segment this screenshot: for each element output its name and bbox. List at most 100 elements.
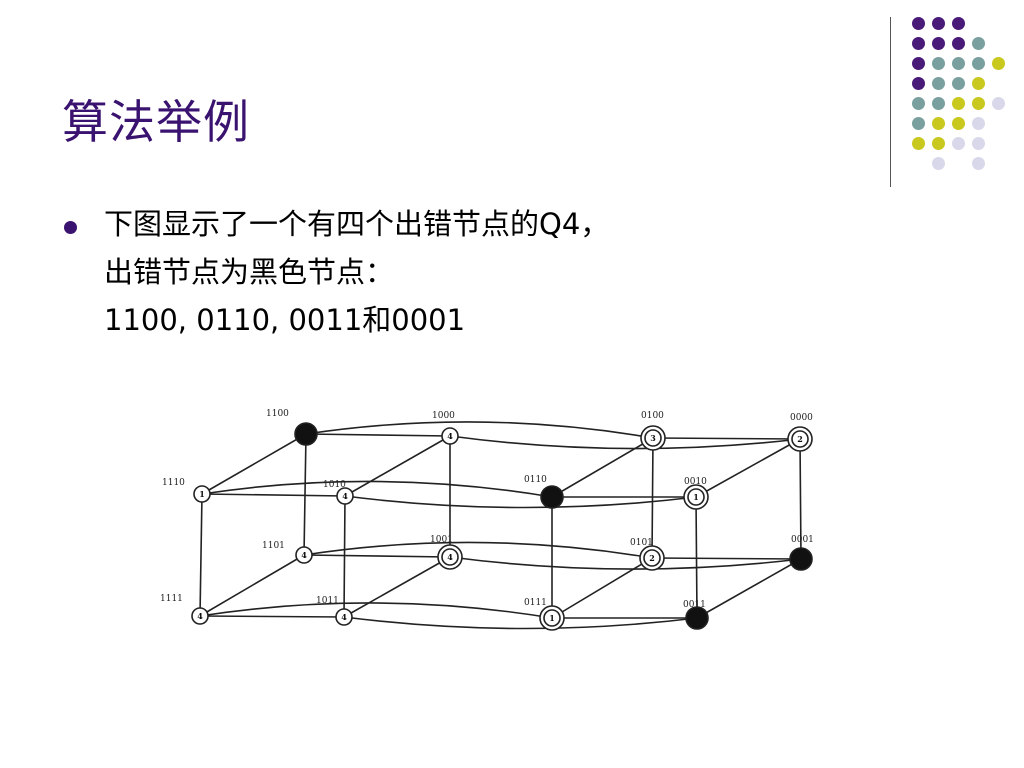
decorative-dot [972, 97, 985, 110]
node-0010: 1 0010 [683, 477, 709, 510]
node-value: 4 [197, 611, 203, 621]
edge-1001-1011 [343, 556, 451, 618]
decorative-dot [912, 57, 925, 70]
decorative-dot [952, 77, 965, 90]
edge-0000-0010 [695, 438, 801, 498]
node-0000: 2 0000 [787, 413, 813, 452]
decorative-dot [932, 37, 945, 50]
edge-1001-1101 [303, 554, 451, 558]
edge-0101-0111 [551, 557, 653, 619]
bullet-line-2: 出错节点为黑色节点： [104, 255, 395, 289]
node-label: 1011 [316, 596, 339, 606]
node-label: 1001 [430, 535, 453, 545]
decorative-dot [912, 37, 925, 50]
faulty-node-circle [294, 422, 318, 446]
decorative-dot [992, 57, 1005, 70]
node-circle [441, 427, 459, 445]
edge-1101-1111 [199, 554, 305, 617]
edge-1000-1100 [305, 433, 451, 437]
node-label: 0001 [791, 535, 814, 545]
node-1001: 4 1001 [430, 535, 463, 570]
decorative-dot [952, 17, 965, 30]
node-circle [295, 546, 313, 564]
node-0001: 0001 [789, 535, 814, 571]
node-1000: 4 1000 [432, 411, 459, 445]
edge-1010-1110 [201, 493, 346, 497]
node-circle [643, 549, 661, 567]
node-label: 1111 [160, 594, 183, 604]
node-0100: 3 0100 [640, 411, 666, 451]
node-circle [543, 609, 561, 627]
edge-1000-0000 [449, 435, 801, 450]
node-label: 1010 [323, 480, 346, 490]
node-label: 0101 [630, 538, 653, 548]
node-value: 1 [199, 489, 205, 499]
node-label: 1110 [162, 478, 185, 488]
decorative-dot [972, 117, 985, 130]
node-value: 1 [549, 613, 555, 623]
node-label: 1100 [266, 409, 289, 419]
decorative-dot [932, 17, 945, 30]
decorative-dot [972, 37, 985, 50]
edge-1001-0001 [449, 556, 802, 570]
decorative-dot [932, 97, 945, 110]
node-value: 1 [693, 492, 699, 502]
edge-1010-1011 [343, 495, 346, 618]
faulty-node-circle [789, 547, 813, 571]
node-circle [441, 548, 459, 566]
node-value: 3 [650, 433, 656, 443]
faulty-node-circle [685, 606, 709, 630]
edge-1100-0100 [305, 421, 654, 439]
decorative-divider-line [890, 17, 891, 187]
node-circle [193, 485, 211, 503]
edge-1011-1111 [199, 615, 345, 618]
hypercube-edges [199, 421, 802, 630]
bullet-text: 下图显示了一个有四个出错节点的Q4， 出错节点为黑色节点： 1100, 0110… [104, 200, 609, 344]
decorative-dot [932, 57, 945, 70]
decorative-dot [972, 57, 985, 70]
decorative-dot [972, 137, 985, 150]
node-0110: 0110 [524, 475, 564, 509]
edge-1110-0110 [201, 480, 553, 498]
edge-1101-0101 [303, 541, 653, 559]
decorative-dot [912, 137, 925, 150]
decorative-dot [912, 117, 925, 130]
node-label: 0110 [524, 475, 547, 485]
node-label: 1000 [432, 411, 455, 421]
edge-1110-1111 [199, 493, 203, 617]
decorative-dot [952, 37, 965, 50]
decorative-dot [952, 97, 965, 110]
decorative-dot [972, 157, 985, 170]
node-value: 4 [447, 431, 453, 441]
node-label: 0100 [641, 411, 664, 421]
decorative-dot [952, 117, 965, 130]
node-label: 0011 [683, 600, 706, 610]
node-circle [687, 488, 705, 506]
decorative-dot [952, 137, 965, 150]
node-value: 4 [341, 612, 347, 622]
decorative-dot [932, 117, 945, 130]
node-value: 4 [342, 491, 348, 501]
node-label: 0010 [684, 477, 707, 487]
edge-1100-1101 [303, 433, 307, 556]
node-value: 2 [797, 434, 803, 444]
edge-0001-0011 [696, 558, 802, 619]
edge-1111-0111 [199, 602, 553, 619]
node-label: 0111 [524, 598, 547, 608]
edge-0100-0000 [652, 437, 801, 440]
node-circle [791, 430, 809, 448]
decorative-dot [912, 77, 925, 90]
bullet-line-3: 1100, 0110, 0011和0001 [104, 303, 466, 337]
node-label: 0000 [790, 413, 813, 423]
edge-1010-0010 [344, 495, 697, 509]
node-value: 4 [447, 552, 453, 562]
decorative-dot [932, 137, 945, 150]
decorative-dot [932, 157, 945, 170]
node-circle [644, 429, 662, 447]
